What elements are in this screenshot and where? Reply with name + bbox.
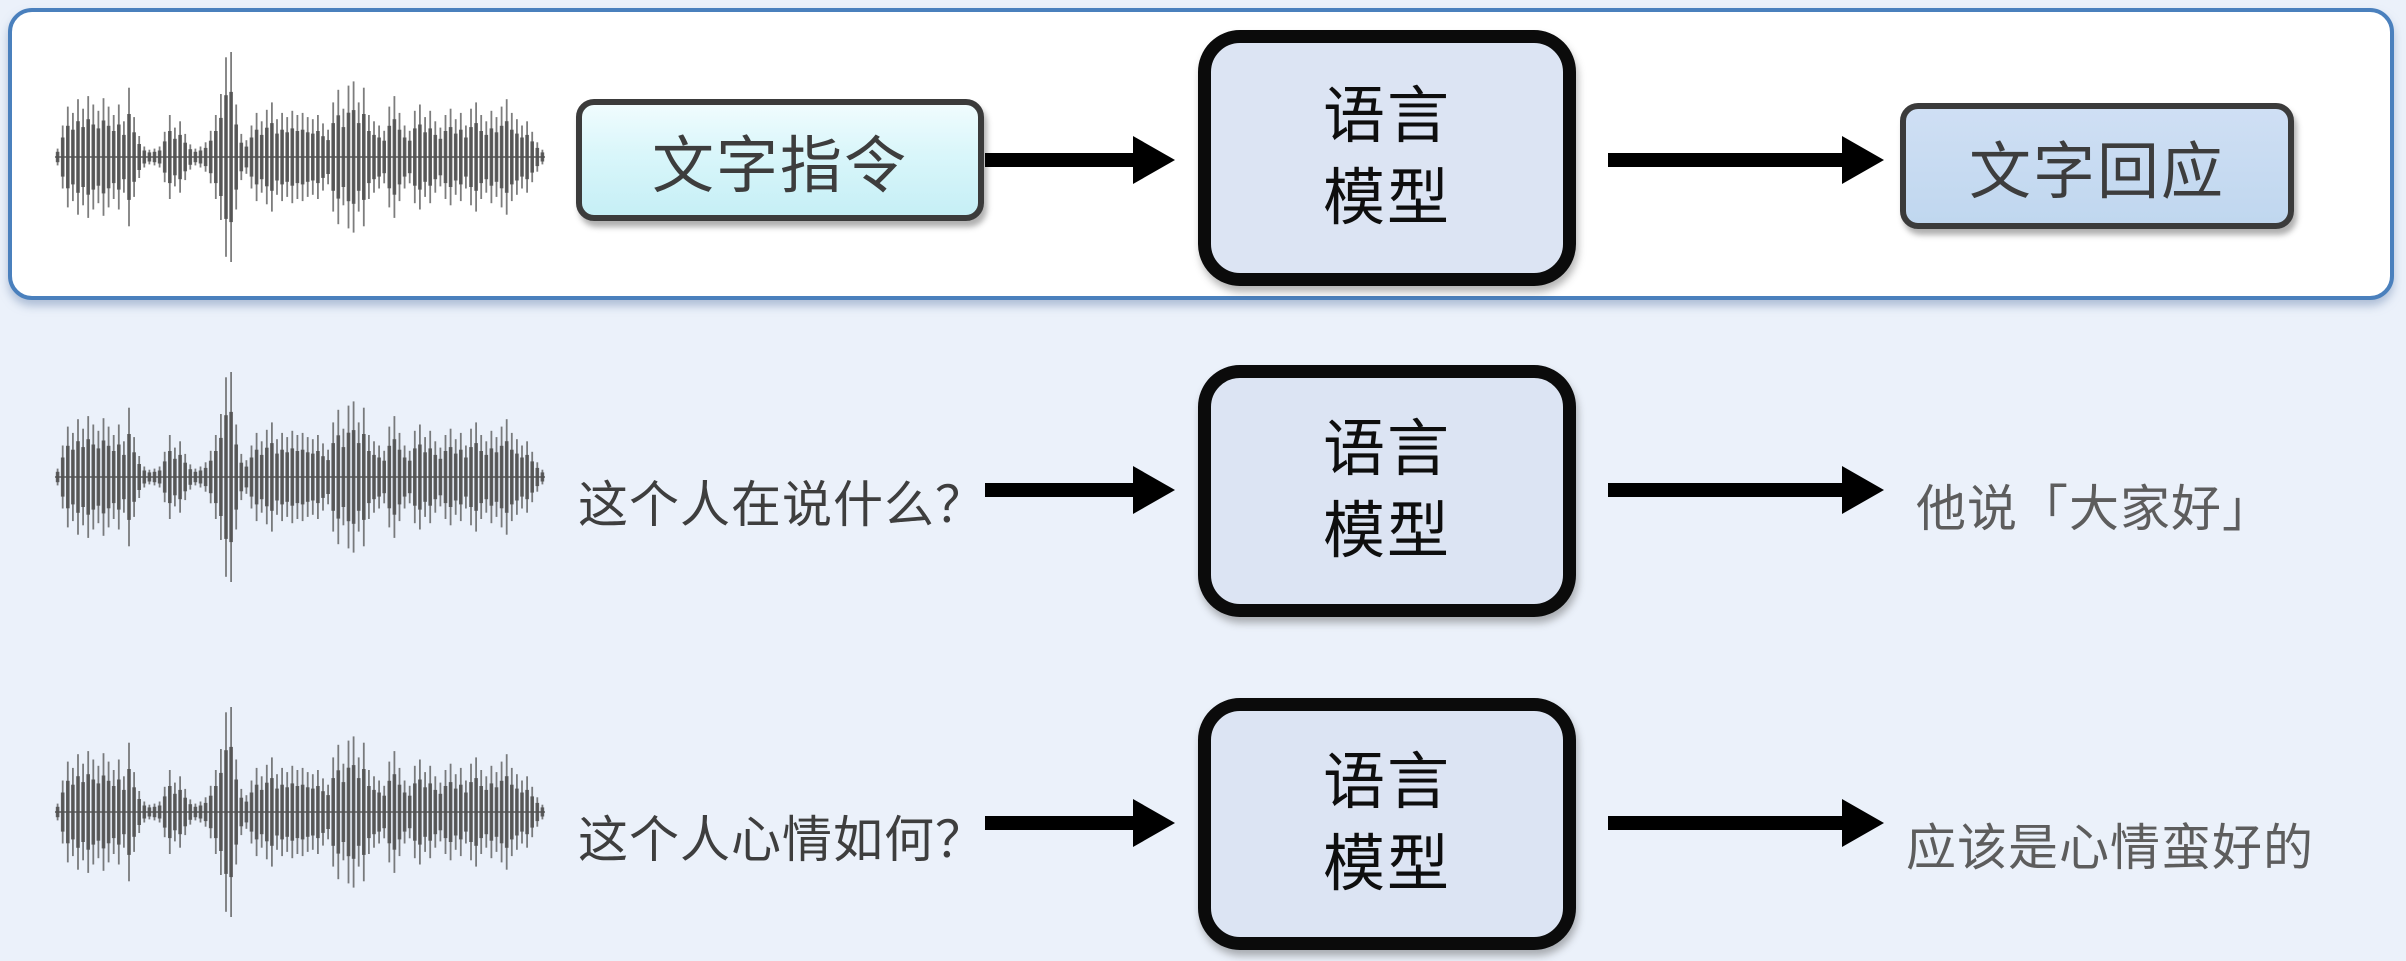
arrow-shaft bbox=[985, 153, 1133, 167]
arrow-right-icon bbox=[985, 799, 1175, 847]
answer-text-row3: 应该是心情蛮好的 bbox=[1906, 820, 2314, 876]
arrow-head bbox=[1133, 799, 1175, 847]
arrow-head bbox=[1133, 466, 1175, 514]
arrow-shaft bbox=[1608, 816, 1842, 830]
arrow-right-icon bbox=[1608, 136, 1884, 184]
arrow-head bbox=[1133, 136, 1175, 184]
language-model-box-3: 语言 模型 bbox=[1198, 698, 1576, 950]
arrow-head bbox=[1842, 466, 1884, 514]
arrow-right-icon bbox=[1608, 799, 1884, 847]
arrow-shaft bbox=[985, 816, 1133, 830]
language-model-label-line1: 语言 bbox=[1322, 747, 1451, 817]
question-text-row3: 这个人心情如何？ bbox=[578, 812, 986, 868]
question-text-row2: 这个人在说什么？ bbox=[578, 477, 986, 533]
language-model-label-line2: 模型 bbox=[1322, 164, 1451, 233]
arrow-shaft bbox=[1608, 153, 1842, 167]
arrow-shaft bbox=[1608, 483, 1842, 497]
text-response-box: 文字回应 bbox=[1900, 103, 2294, 229]
speech-waveform-icon bbox=[55, 52, 545, 262]
speech-waveform-icon bbox=[55, 707, 545, 917]
language-model-box-1: 语言 模型 bbox=[1198, 30, 1576, 286]
text-instruction-label: 文字指令 bbox=[651, 132, 908, 201]
arrow-head bbox=[1842, 136, 1884, 184]
answer-text-row2: 他说「大家好」 bbox=[1916, 481, 2273, 537]
language-model-label-line2: 模型 bbox=[1322, 830, 1451, 899]
arrow-right-icon bbox=[1608, 466, 1884, 514]
arrow-shaft bbox=[985, 483, 1133, 497]
top-highlight-panel: 文字指令 语言 模型 文字回应 bbox=[8, 8, 2394, 300]
arrow-right-icon bbox=[985, 136, 1175, 184]
language-model-box-2: 语言 模型 bbox=[1198, 365, 1576, 617]
arrow-head bbox=[1842, 799, 1884, 847]
text-instruction-box: 文字指令 bbox=[576, 99, 984, 221]
language-model-label-line1: 语言 bbox=[1322, 81, 1451, 151]
language-model-label-line1: 语言 bbox=[1322, 414, 1451, 484]
language-model-label-line2: 模型 bbox=[1322, 497, 1451, 566]
text-response-label: 文字回应 bbox=[1968, 138, 2225, 207]
speech-waveform-icon bbox=[55, 372, 545, 582]
arrow-right-icon bbox=[985, 466, 1175, 514]
